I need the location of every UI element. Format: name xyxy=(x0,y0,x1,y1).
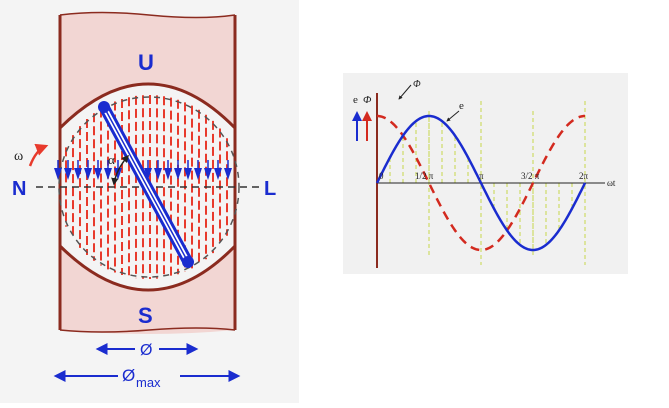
top-pole-shoe xyxy=(60,12,235,128)
tick-label-half-pi: 1/2 π xyxy=(415,171,434,181)
field-arrow-icon xyxy=(94,168,102,180)
x-axis-label: ωt xyxy=(607,178,616,188)
tick-label-pi: π xyxy=(479,171,484,181)
field-arrow-icon xyxy=(194,168,202,180)
waveform-chart: e Φ Φ e 0 1/2 π π 3/2 π 2π ωt xyxy=(343,73,628,274)
field-arrow-icon xyxy=(174,168,182,180)
pole-top-label: U xyxy=(138,50,154,75)
tick-label-two-pi: 2π xyxy=(579,171,589,181)
generator-svg: α ω U S N L Ø Ø max xyxy=(0,0,299,403)
field-arrow-icon xyxy=(214,168,222,180)
rotation-arrow-icon xyxy=(28,143,49,167)
omega-label: ω xyxy=(14,149,23,164)
tick-label-three-half-pi: 3/2 π xyxy=(521,171,540,181)
phi-axis-label: Φ xyxy=(363,94,372,106)
e-curve xyxy=(375,114,587,252)
coil xyxy=(98,101,194,268)
field-arrow-icon xyxy=(164,168,172,180)
left-axis-label: N xyxy=(12,178,26,200)
field-arrow-icon xyxy=(64,168,72,180)
field-arrow-icon xyxy=(144,168,152,180)
e-callout-pointer xyxy=(446,110,460,122)
rotor-circle xyxy=(58,96,240,278)
field-arrow-icon xyxy=(154,168,162,180)
pole-bottom-label: S xyxy=(138,303,153,328)
alpha-arc xyxy=(111,154,129,186)
generator-diagram: α ω U S N L Ø Ø max xyxy=(0,0,299,403)
phi-curve xyxy=(376,114,586,252)
phi-label: Ø xyxy=(140,342,152,359)
field-arrow-icon xyxy=(84,168,92,180)
field-arrow-icon xyxy=(204,168,212,180)
phi-callout-pointer xyxy=(398,84,412,100)
right-axis-label: L xyxy=(264,178,276,200)
waveform-svg: e Φ Φ e 0 1/2 π π 3/2 π 2π ωt xyxy=(343,73,628,274)
field-arrow-icon xyxy=(224,168,232,180)
phi-curve-label: Φ xyxy=(413,79,421,90)
field-arrow-icon xyxy=(54,168,62,180)
field-arrow-icon xyxy=(184,168,192,180)
e-axis-label: e xyxy=(353,94,358,106)
e-curve-label: e xyxy=(459,100,464,112)
phi-max-label: Ø xyxy=(122,366,135,385)
tick-label-0: 0 xyxy=(379,171,384,181)
alpha-label: α xyxy=(108,152,115,167)
field-arrow-icon xyxy=(104,168,112,180)
phi-max-subscript: max xyxy=(136,375,161,390)
field-arrow-icon xyxy=(74,168,82,180)
